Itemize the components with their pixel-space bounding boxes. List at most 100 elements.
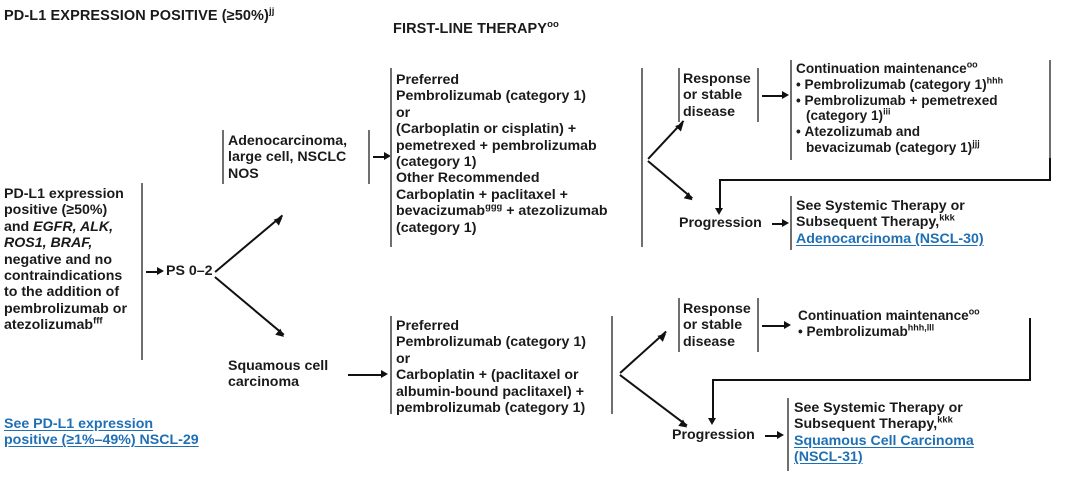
loop-squamous-vertical-right: [1029, 318, 1031, 380]
therapy-adeno-right-rule: [641, 68, 643, 247]
outcome-progression-adeno: Progression: [679, 215, 762, 231]
therapy-adeno-pref-line-2: or: [396, 104, 411, 121]
arrow-entry-to-ps: [157, 267, 164, 275]
adeno-box-right-rule: [368, 130, 370, 184]
squamous-line-2: carcinoma: [228, 374, 299, 391]
link-pdl1-1-49-line-2[interactable]: positive (≥1%–49%) NSCL-29: [4, 432, 199, 449]
outcome-response-adeno: Response or stable disease: [683, 71, 759, 120]
heading-first-line-therapy-text: FIRST-LINE THERAPY: [393, 21, 548, 37]
link-pdl1-1-49-line-1[interactable]: See PD-L1 expression: [4, 416, 154, 432]
subsequent-adeno-left-rule: [790, 196, 792, 250]
loop-squamous-horizontal: [712, 379, 1031, 381]
entry-box-right-rule: [141, 183, 143, 360]
heading-pdl1-expression-text: PD-L1 EXPRESSION POSITIVE (≥50%): [4, 8, 269, 24]
gene-names-2: ROS1, BRAF,: [4, 235, 93, 252]
maintenance-adeno-left-rule: [790, 60, 792, 160]
connector-adeno-to-therapy: [373, 156, 386, 158]
arrow-response-to-maintenance-squamous: [784, 321, 791, 329]
connector-squamous-to-therapy: [348, 374, 385, 376]
therapy-squamous-left-rule: [390, 316, 392, 414]
arrow-loop-adeno-to-progression: [715, 208, 723, 215]
link-nscl-30[interactable]: Adenocarcinoma (NSCL-30): [796, 230, 984, 247]
superscript-hhh: hhh: [986, 75, 1004, 86]
arrow-progression-to-subsequent-adeno: [782, 219, 789, 227]
outcome-progression-squamous: Progression: [672, 427, 755, 443]
connector-adeno-therapy-to-progression: [647, 160, 693, 199]
maintenance-adeno-item-2: • Pembrolizumab + pemetrexed: [796, 92, 998, 108]
superscript-kkk-1: kkk: [939, 212, 955, 223]
arrow-adeno-therapy-to-response: [675, 120, 687, 132]
therapy-adeno-other-header: Other Recommended: [396, 170, 540, 187]
arrow-loop-squamous-to-progression: [708, 418, 716, 425]
maintenance-squamous-item-1: • Pembrolizumabhhh,lll: [798, 322, 935, 339]
superscript-oo-2: oo: [968, 306, 980, 317]
entry-line-8: pembrolizumab or: [4, 300, 127, 317]
link-nscl-31-line-2[interactable]: (NSCL-31): [794, 449, 863, 466]
maintenance-adeno-item-3: • Atezolizumab and: [796, 124, 921, 140]
therapy-squamous-right-rule: [611, 316, 613, 414]
therapy-adeno-pref-line-4: pemetrexed + pembrolizumab: [396, 137, 597, 154]
arrow-response-to-maintenance-adeno: [782, 91, 789, 99]
connector-progression-to-subsequent-squamous: [765, 435, 780, 437]
maintenance-adeno-item-1: • Pembrolizumab (category 1)hhh: [796, 75, 1004, 92]
subsequent-adeno-line-2: Subsequent Therapy,kkk: [796, 212, 955, 231]
response-squamous-line-2: or stable: [683, 317, 743, 334]
connector-response-to-maintenance-squamous: [762, 325, 786, 327]
response-squamous-line-3: disease: [683, 333, 736, 350]
therapy-squamous-line-5: pembrolizumab (category 1): [396, 400, 586, 417]
squamous-line-1: Squamous cell: [228, 358, 329, 374]
adeno-line-3: NOS: [228, 165, 259, 182]
response-adeno-right-rule: [757, 68, 759, 122]
connector-progression-to-subsequent-adeno: [772, 223, 785, 225]
heading-pdl1-expression: PD-L1 EXPRESSION POSITIVE (≥50%)jj: [4, 6, 275, 24]
connector-squamous-therapy-to-progression: [619, 374, 688, 427]
maintenance-adenocarcinoma-box: Continuation maintenanceoo • Pembrolizum…: [796, 59, 1046, 156]
superscript-oo-1: oo: [966, 59, 978, 70]
maintenance-squamous-title: Continuation maintenanceoo: [798, 306, 980, 323]
link-nscl-31-line-1[interactable]: Squamous Cell Carcinoma: [794, 432, 974, 449]
histology-adenocarcinoma: Adenocarcinoma, large cell, NSCLC NOS: [228, 133, 368, 182]
therapy-squamous-box: Preferred Pembrolizumab (category 1) or …: [396, 318, 616, 416]
subsequent-squamous-line-2: Subsequent Therapy,kkk: [794, 414, 953, 433]
superscript-iii: iii: [883, 106, 891, 117]
subsequent-squamous-left-rule: [787, 398, 789, 471]
therapy-adeno-other-line-2: bevacizumabggg + atezolizumab: [396, 201, 608, 220]
therapy-adeno-other-line-3: (category 1): [396, 219, 477, 236]
heading-first-line-therapy: FIRST-LINE THERAPYoo: [393, 19, 559, 37]
maintenance-adeno-item-3-cont: bevacizumab (category 1)jjj: [806, 138, 980, 155]
link-pdl1-1-49[interactable]: See PD-L1 expression positive (≥1%–49%) …: [4, 416, 234, 449]
subsequent-therapy-squamous-box: See Systemic Therapy or Subsequent Thera…: [794, 400, 1024, 466]
response-adeno-line-2: or stable: [683, 87, 743, 104]
maintenance-adeno-item-2-cont: (category 1)iii: [806, 106, 891, 124]
connector-response-to-maintenance-adeno: [762, 95, 784, 97]
maintenance-adeno-right-rule: [1049, 60, 1051, 160]
superscript-kkk-2: kkk: [937, 414, 953, 425]
heading-pdl1-superscript: jj: [268, 6, 275, 18]
arrow-squamous-to-therapy: [381, 370, 388, 378]
arrow-adeno-to-therapy: [384, 152, 391, 160]
gene-names-1: EGFR, ALK,: [33, 218, 114, 235]
therapy-adeno-pref-line-1: Pembrolizumab (category 1): [396, 88, 587, 105]
entry-line-7: to the addition of: [4, 284, 120, 301]
connector-ps-to-squamous: [214, 276, 285, 336]
therapy-squamous-line-4: albumin-bound paclitaxel) +: [396, 383, 585, 400]
arrow-squamous-therapy-to-response: [657, 330, 669, 342]
entry-line-6: contraindications: [4, 268, 123, 285]
entry-superscript-fff: fff: [93, 315, 103, 326]
response-adeno-left-rule: [678, 68, 680, 122]
subsequent-squamous-line-1: See Systemic Therapy or: [794, 400, 963, 416]
subsequent-therapy-adeno-box: See Systemic Therapy or Subsequent Thera…: [796, 198, 1026, 247]
loop-squamous-vertical-left: [712, 379, 714, 421]
response-squamous-left-rule: [678, 298, 680, 352]
entry-line-2: positive (≥50%): [4, 202, 108, 219]
loop-adeno-vertical-left: [719, 179, 721, 211]
therapy-adeno-pref-line-3: (Carboplatin or cisplatin) +: [396, 121, 577, 138]
entry-line-1: PD-L1 expression: [4, 186, 124, 202]
entry-line-9: atezolizumabfff: [4, 315, 103, 334]
heading-first-line-superscript: oo: [547, 19, 559, 31]
arrow-ps-to-adeno: [273, 214, 285, 226]
response-squamous-line-1: Response: [683, 301, 751, 317]
entry-criteria-box: PD-L1 expression positive (≥50%) and EGF…: [4, 186, 140, 334]
response-adeno-line-3: disease: [683, 103, 736, 120]
adeno-line-1: Adenocarcinoma,: [228, 133, 348, 149]
